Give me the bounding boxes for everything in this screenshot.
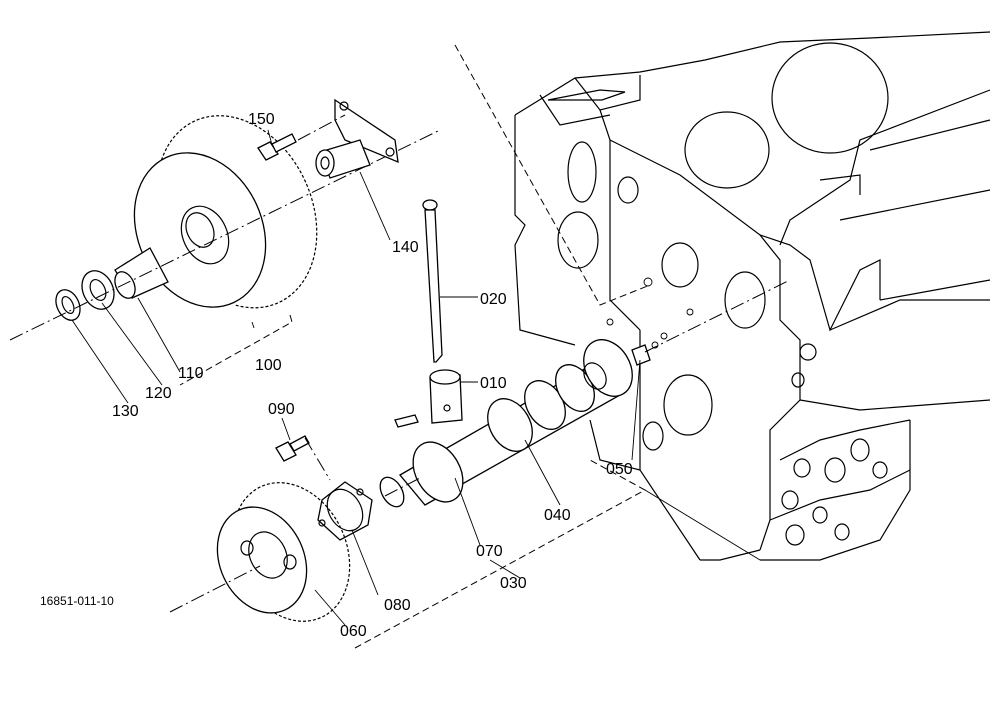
- callout-040: 040: [544, 507, 571, 524]
- tappet: [429, 369, 463, 424]
- callout-030: 030: [500, 575, 527, 592]
- callout-080: 080: [384, 597, 411, 614]
- callout-070: 070: [476, 543, 503, 560]
- circlip: [55, 289, 81, 321]
- callout-010: 010: [480, 375, 507, 392]
- cam-gear: [216, 482, 351, 622]
- camshaft-stopper: [317, 481, 373, 541]
- callout-020: 020: [480, 291, 507, 308]
- camshaft: [379, 339, 633, 508]
- idle-gear-shaft-holder: [315, 98, 399, 179]
- callout-110: 110: [178, 365, 204, 382]
- bolt-090: [275, 435, 310, 462]
- push-rod: [422, 199, 443, 363]
- idle-gear-shaft: [114, 247, 169, 299]
- engine-block: [514, 31, 991, 561]
- callout-050: 050: [606, 461, 633, 478]
- callout-150: 150: [248, 111, 275, 128]
- camshaft-plug: [631, 344, 651, 366]
- callout-120: 120: [145, 385, 172, 402]
- bolt-150: [257, 133, 297, 161]
- idle-gear: [133, 115, 318, 309]
- callout-100: 100: [255, 357, 282, 374]
- leader-lines: [71, 44, 761, 649]
- idle-gear-collar: [81, 270, 115, 310]
- callout-090: 090: [268, 401, 295, 418]
- callout-060: 060: [340, 623, 367, 640]
- callout-140: 140: [392, 239, 419, 256]
- drawing-number: 16851-011-10: [40, 594, 114, 608]
- callout-130: 130: [112, 403, 139, 420]
